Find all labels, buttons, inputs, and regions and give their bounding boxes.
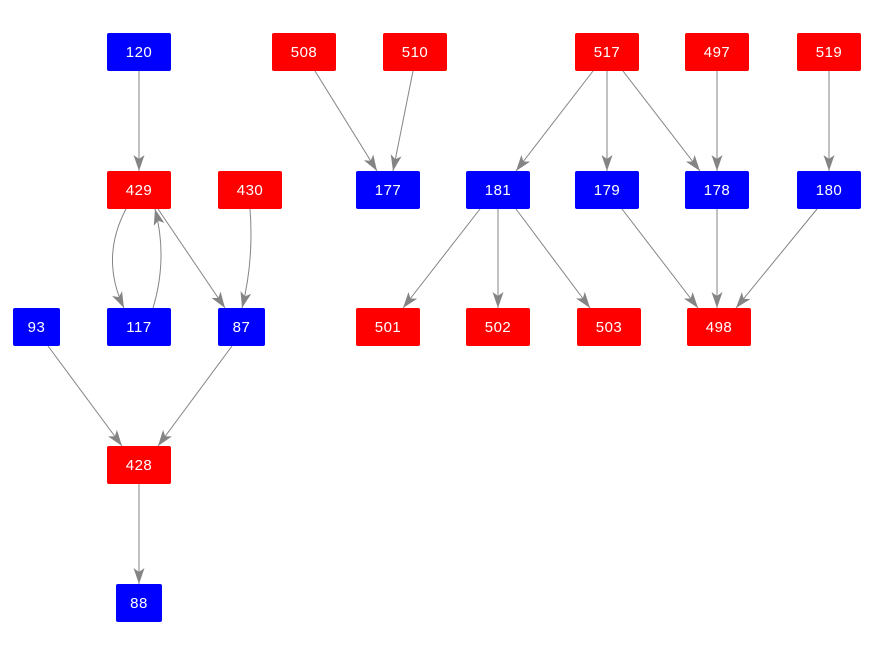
node-label: 510: [401, 43, 429, 61]
edge-497-178: [711, 71, 723, 171]
node-label: 87: [232, 318, 251, 336]
node-502[interactable]: 502: [466, 308, 530, 346]
node-label: 180: [815, 181, 843, 199]
node-430[interactable]: 430: [218, 171, 282, 209]
node-label: 430: [236, 181, 264, 199]
edge-429-87: [157, 208, 226, 309]
arrowhead-93-428: [108, 429, 122, 446]
node-label: 429: [125, 181, 153, 199]
node-label: 117: [126, 318, 152, 336]
node-label: 498: [705, 318, 733, 336]
edge-87-428: [157, 345, 233, 447]
node-88[interactable]: 88: [116, 584, 162, 622]
arrowhead-510-177: [390, 154, 402, 171]
edge-519-180: [823, 71, 835, 171]
arrowhead-181-502: [492, 292, 504, 308]
arrowhead-519-180: [823, 155, 835, 171]
edge-93-428: [47, 345, 123, 447]
node-label: 503: [595, 318, 623, 336]
node-label: 497: [703, 43, 731, 61]
edge-429-117: [112, 208, 127, 309]
node-label: 177: [374, 181, 402, 199]
edge-428-88: [133, 484, 145, 584]
node-429[interactable]: 429: [107, 171, 171, 209]
arrowhead-517-181: [516, 154, 531, 171]
edge-120-429: [133, 71, 145, 171]
arrowhead-497-178: [711, 155, 723, 171]
edge-117-429: [152, 208, 165, 309]
node-label: 179: [593, 181, 621, 199]
node-label: 93: [27, 318, 46, 336]
arrowhead-181-503: [576, 291, 590, 308]
arrowhead-517-178: [685, 154, 700, 171]
arrowhead-428-88: [133, 568, 145, 584]
node-93[interactable]: 93: [13, 308, 60, 346]
node-508[interactable]: 508: [272, 33, 336, 71]
node-177[interactable]: 177: [356, 171, 420, 209]
arrowhead-429-87: [211, 291, 225, 308]
node-label: 502: [484, 318, 512, 336]
node-label: 519: [815, 43, 843, 61]
edge-179-498: [621, 208, 699, 309]
node-497[interactable]: 497: [685, 33, 749, 71]
edge-181-502: [492, 209, 504, 308]
node-label: 428: [125, 456, 153, 474]
node-519[interactable]: 519: [797, 33, 861, 71]
node-117[interactable]: 117: [107, 308, 171, 346]
arrowhead-181-501: [403, 291, 418, 308]
edge-180-498: [735, 208, 818, 309]
node-label: 120: [125, 43, 153, 61]
arrowhead-117-429: [153, 209, 165, 226]
node-180[interactable]: 180: [797, 171, 861, 209]
node-181[interactable]: 181: [466, 171, 530, 209]
arrowhead-430-87: [240, 291, 252, 308]
node-label: 508: [290, 43, 318, 61]
node-428[interactable]: 428: [107, 446, 171, 484]
node-510[interactable]: 510: [383, 33, 447, 71]
edge-510-177: [390, 70, 414, 172]
edge-517-178: [622, 70, 701, 172]
edge-178-498: [711, 209, 723, 308]
edge-430-87: [240, 208, 252, 309]
node-label: 517: [593, 43, 621, 61]
node-178[interactable]: 178: [685, 171, 749, 209]
node-87[interactable]: 87: [218, 308, 265, 346]
arrowhead-120-429: [133, 155, 145, 171]
edge-517-179: [601, 71, 613, 171]
node-label: 88: [130, 594, 148, 612]
edge-508-177: [314, 70, 378, 172]
node-label: 501: [374, 318, 402, 336]
node-179[interactable]: 179: [575, 171, 639, 209]
arrowhead-178-498: [711, 292, 723, 308]
edge-181-503: [515, 208, 591, 309]
edge-517-181: [515, 70, 594, 172]
arrowhead-87-428: [158, 429, 172, 446]
arrowhead-179-498: [683, 291, 698, 308]
arrowhead-180-498: [736, 292, 751, 308]
arrowhead-517-179: [601, 155, 613, 171]
arrowhead-508-177: [363, 154, 377, 171]
edge-181-501: [402, 208, 481, 309]
node-label: 181: [484, 181, 512, 199]
node-120[interactable]: 120: [107, 33, 171, 71]
node-501[interactable]: 501: [356, 308, 420, 346]
arrowhead-429-117: [112, 291, 124, 308]
node-517[interactable]: 517: [575, 33, 639, 71]
node-498[interactable]: 498: [687, 308, 751, 346]
node-503[interactable]: 503: [577, 308, 641, 346]
node-label: 178: [703, 181, 731, 199]
